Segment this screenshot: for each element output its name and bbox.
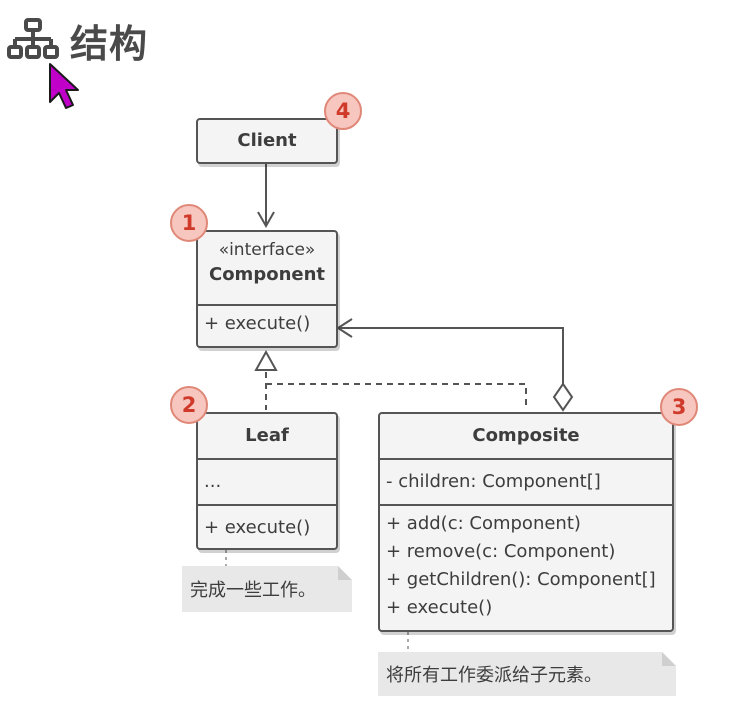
leaf-fields: ... (198, 458, 336, 504)
inheritance-triangle (254, 349, 278, 371)
leaf-field: ... (204, 471, 222, 492)
client-class-name: Client (237, 130, 297, 151)
composite-note: 将所有工作委派给子元素。 (378, 652, 676, 696)
badge-leaf: 2 (170, 386, 208, 424)
composite-note-fold (662, 652, 676, 666)
badge-client: 4 (324, 92, 362, 130)
leaf-method: + execute() (204, 517, 311, 538)
composite-method-add: + add(c: Component) (386, 513, 581, 534)
component-interface: «interface» Component + execute() (196, 230, 338, 348)
composite-note-text: 将所有工作委派给子元素。 (386, 665, 602, 686)
badge-composite: 3 (660, 388, 698, 426)
hierarchy-icon (7, 18, 59, 59)
composite-class: Composite - children: Component[] + add(… (378, 412, 674, 632)
inheritance-lines (265, 372, 527, 410)
aggregation-diamond (552, 382, 574, 412)
leaf-note-text: 完成一些工作。 (190, 580, 316, 601)
composite-class-name: Composite (472, 425, 580, 446)
client-association-arrowhead (257, 211, 275, 229)
composite-fields: - children: Component[] (380, 458, 672, 504)
mouse-pointer-icon (49, 63, 79, 109)
component-stereotype: «interface» (218, 240, 316, 260)
component-method: + execute() (204, 313, 311, 334)
aggregation-line (340, 327, 564, 384)
composite-field: - children: Component[] (386, 471, 601, 492)
composite-method-execute: + execute() (386, 597, 493, 618)
badge-component: 1 (170, 204, 208, 242)
component-methods: + execute() (198, 304, 336, 338)
component-name: Component (208, 264, 326, 285)
client-class: Client (196, 118, 338, 164)
page-title: 结构 (70, 21, 149, 66)
composite-methods: + add(c: Component) + remove(c: Componen… (380, 504, 672, 622)
aggregation-arrowhead (336, 318, 353, 338)
composite-method-remove: + remove(c: Component) (386, 541, 616, 562)
leaf-methods: + execute() (198, 504, 336, 542)
leaf-note-fold (338, 566, 352, 580)
component-header: «interface» Component (198, 232, 336, 304)
leaf-class: Leaf ... + execute() (196, 412, 338, 550)
title-block: 结构 (6, 12, 148, 68)
leaf-class-name: Leaf (245, 425, 289, 446)
leaf-note: 完成一些工作。 (182, 566, 352, 612)
composite-method-getchildren: + getChildren(): Component[] (386, 569, 656, 590)
